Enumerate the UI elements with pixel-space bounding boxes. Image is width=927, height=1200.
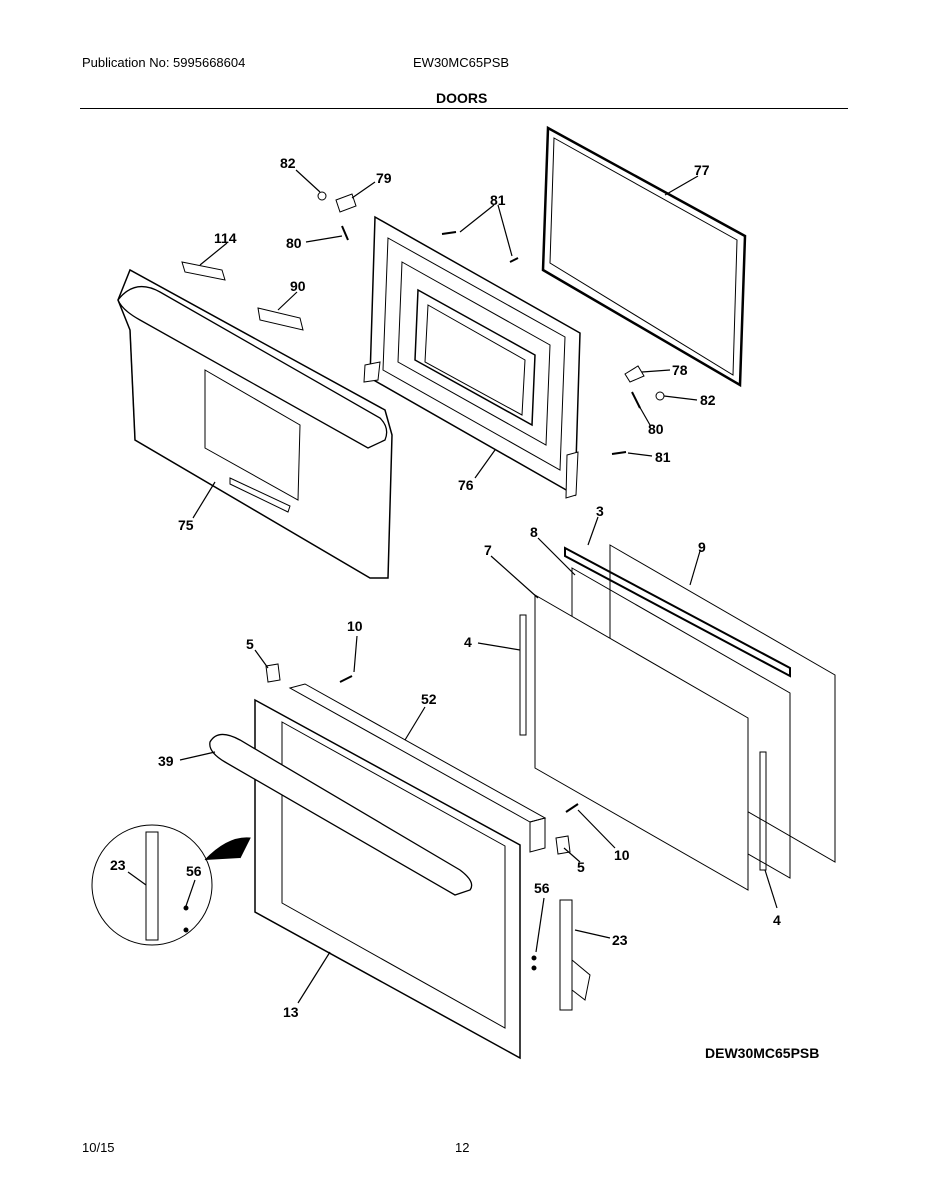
callout-56-detail: 56	[186, 863, 202, 879]
callout-52: 52	[421, 691, 437, 707]
part-77-gasket-frame	[541, 125, 747, 388]
callout-39: 39	[158, 753, 174, 769]
header-rule	[80, 108, 848, 109]
callout-114: 114	[214, 230, 237, 246]
part-78-hinge-receptacle-right	[624, 365, 645, 383]
hinge-detail-circle	[91, 824, 251, 946]
callout-81-top: 81	[490, 192, 506, 208]
part-76-inner-door-panel	[363, 215, 581, 499]
callout-75: 75	[178, 517, 194, 533]
part-3-glass-trim	[564, 546, 791, 678]
callout-78: 78	[672, 362, 688, 378]
callout-77: 77	[694, 162, 710, 178]
part-4-glass-supports	[519, 614, 767, 871]
callout-90: 90	[290, 278, 306, 294]
part-5-brackets-lower	[265, 663, 571, 855]
part-114-label	[181, 261, 226, 281]
part-90-label	[257, 307, 304, 331]
callout-9: 9	[698, 539, 706, 555]
part-81-screw-right	[611, 451, 627, 455]
part-13-outer-door-lower	[254, 698, 521, 1060]
part-81-screws-top	[441, 231, 519, 263]
part-82-roller-top	[317, 191, 327, 201]
callout-labels: 82 79 81 77 114 80 90 78 82 80 81 76 75 …	[110, 155, 781, 1020]
part-39-door-handle	[209, 733, 473, 896]
callout-5-lower: 5	[577, 859, 585, 875]
section-title: DOORS	[436, 90, 488, 106]
part-75-outer-door	[117, 268, 393, 579]
callout-13: 13	[283, 1004, 299, 1020]
page-number: 12	[455, 1140, 470, 1155]
part-82-roller-right	[655, 391, 665, 401]
callout-4-lower: 4	[773, 912, 781, 928]
part-79-hinge-receptacle-top	[335, 193, 357, 213]
part-10-screws-lower	[339, 675, 579, 813]
callout-82-right: 82	[700, 392, 716, 408]
publication-number: Publication No: 5995668604	[82, 55, 246, 70]
part-23-hinge-right	[531, 899, 591, 1011]
callout-10-top: 10	[347, 618, 363, 634]
callout-4-top: 4	[464, 634, 472, 650]
callout-10-lower: 10	[614, 847, 630, 863]
callout-8: 8	[530, 524, 538, 540]
model-number: EW30MC65PSB	[413, 55, 510, 70]
callout-23-detail: 23	[110, 857, 126, 873]
callout-7: 7	[484, 542, 492, 558]
part-80-spring-top	[341, 225, 349, 241]
callout-5-top: 5	[246, 636, 254, 652]
leader-lines	[127, 169, 778, 1004]
callout-80-top: 80	[286, 235, 302, 251]
callout-76: 76	[458, 477, 474, 493]
callout-82-top: 82	[280, 155, 296, 171]
callout-56-right: 56	[534, 880, 550, 896]
diagram-model-number: DEW30MC65PSB	[705, 1045, 820, 1061]
callout-80-right: 80	[648, 421, 664, 437]
part-7-glass-front	[534, 594, 749, 891]
callout-3: 3	[596, 503, 604, 519]
footer-date: 10/15	[82, 1140, 115, 1155]
callout-79: 79	[376, 170, 392, 186]
callout-23-right: 23	[612, 932, 628, 948]
part-52-vent-channel	[288, 683, 547, 853]
callout-81-right: 81	[655, 449, 671, 465]
